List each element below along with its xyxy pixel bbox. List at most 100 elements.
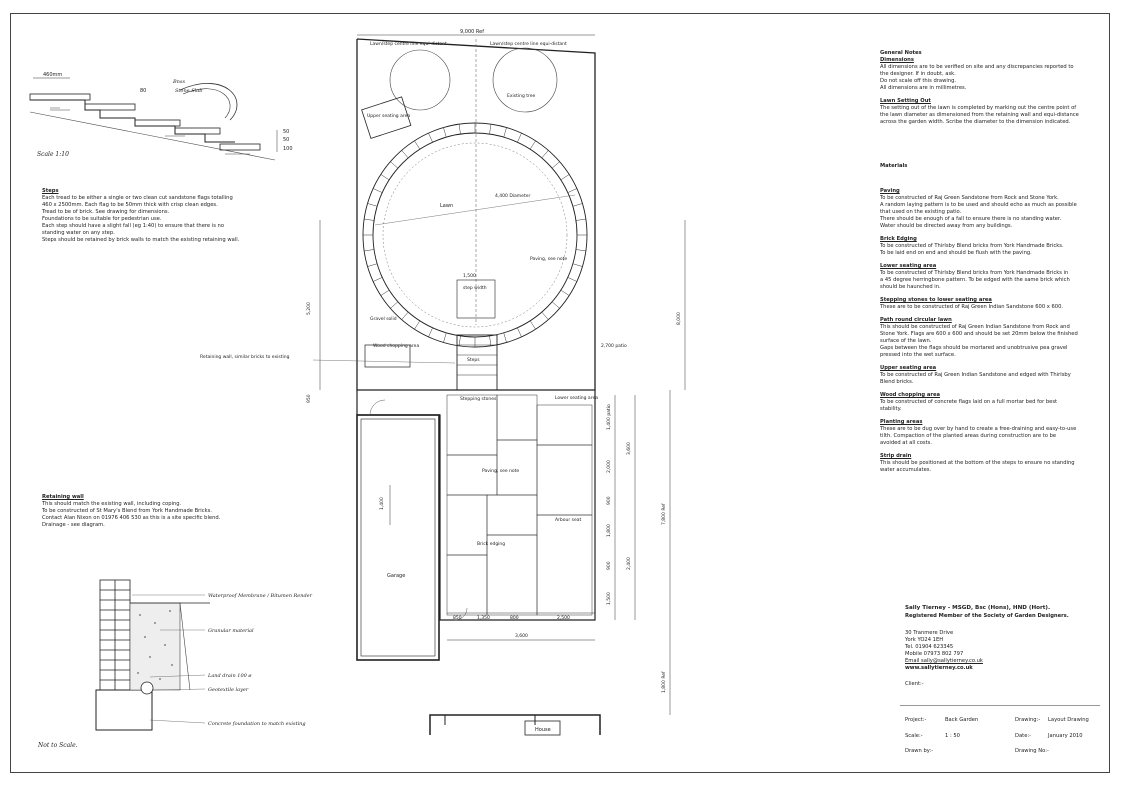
email-link[interactable]: Email sally@sallytierney.co.uk xyxy=(905,658,983,664)
garage-label: Garage xyxy=(387,573,405,579)
wood-chopping-label: Wood chopping area xyxy=(373,343,419,349)
top-dimension: 9,000 Ref xyxy=(460,29,484,35)
material-line: avoided at all costs. xyxy=(880,440,932,446)
paving-ring-joint xyxy=(489,124,492,135)
label-membrane: Waterproof Membrane / Bitumen Render xyxy=(208,593,313,599)
paving-ring-joint xyxy=(560,174,570,181)
dim-right: 2,400 xyxy=(626,557,632,570)
steps-notes-heading: Steps xyxy=(42,188,59,194)
paving-ring-joint xyxy=(560,289,570,296)
retaining-note-line: Contact Alan Nixon on 01976 406 530 as t… xyxy=(42,515,221,521)
dim-right: 2,000 xyxy=(606,460,612,473)
paving-ring-joint xyxy=(380,174,390,181)
steps-note-line: standing water on any step. xyxy=(42,230,115,236)
material-line: should be haunched in. xyxy=(880,284,941,290)
dim-right: 1,800 xyxy=(606,524,612,537)
dim-left-1400: 1,400 xyxy=(379,497,385,510)
paving-ring-joint xyxy=(567,188,577,193)
scale-label: Scale:- xyxy=(905,733,923,739)
material-line: A random laying pattern is to be used an… xyxy=(880,202,1077,208)
designer-address: 30 Tranmere Drive York YO24 1EH Tel. 019… xyxy=(905,630,983,672)
dim-left-5200: 5,200 xyxy=(306,302,312,315)
material-section-title: Wood chopping area xyxy=(880,392,941,398)
paving-ring-joint xyxy=(529,320,536,330)
designer-membership: Registered Member of the Society of Gard… xyxy=(905,613,1069,619)
paving-ring-joint xyxy=(401,150,409,159)
material-line: These are to be constructed of Raj Green… xyxy=(880,304,1064,310)
paving-ring-joint xyxy=(458,124,461,135)
general-notes: General Notes Dimensions All dimensions … xyxy=(880,50,1079,126)
paving-ring-joint xyxy=(503,127,507,138)
material-line: There should be enough of a fall to ensu… xyxy=(880,216,1062,222)
paving-ring-joint xyxy=(401,311,409,320)
dimensions-line: the designer. If in doubt, ask. xyxy=(880,71,956,77)
diameter-label: 4,400 Diameter xyxy=(495,193,530,199)
step-width-label: step width xyxy=(463,285,487,291)
dim-bottom-3600: 3,600 xyxy=(515,633,528,639)
detail-scale: Scale 1:10 xyxy=(37,151,69,158)
materials-heading: Materials xyxy=(880,163,908,169)
patio-label: 2,700 patio xyxy=(601,343,627,349)
dim-100: 100 xyxy=(283,146,293,152)
website-link[interactable]: www.sallytierney.co.uk xyxy=(905,665,973,671)
paving-ring-joint xyxy=(489,335,492,346)
material-section-title: Upper seating area xyxy=(880,365,937,371)
dimensions-line: All dimensions are to be verified on sit… xyxy=(880,64,1074,70)
dim-bottom-850: 850 xyxy=(453,615,462,621)
stepping-stones-label: Stepping stones xyxy=(460,396,497,402)
paving-ring-joint xyxy=(575,249,586,252)
paving-ring-joint xyxy=(373,277,383,282)
material-line: To be constructed of Thirlsby Blend bric… xyxy=(880,270,1069,276)
label-geotextile: Geotextile layer xyxy=(208,687,249,693)
address-line: 30 Tranmere Drive xyxy=(905,630,954,636)
dim-50a: 50 xyxy=(283,129,289,135)
paving-label-2: Paving, see note xyxy=(482,468,519,474)
dim-bottom-1350: 1,350 xyxy=(477,615,490,621)
dim-left-950: 950 xyxy=(306,394,312,403)
paving-ring-joint xyxy=(414,320,421,330)
material-line: These are to be dug over by hand to crea… xyxy=(880,426,1077,432)
retaining-note-line: Drainage - see diagram. xyxy=(42,522,105,528)
paving-ring-joint xyxy=(567,277,577,282)
material-line: surface of the lawn. xyxy=(880,338,932,344)
lawn-setting-line: The setting out of the lawn is completed… xyxy=(880,105,1077,111)
drawing-no-label: Drawing No:- xyxy=(1015,748,1049,754)
scale-value: 1 : 50 xyxy=(945,733,960,739)
paving-ring-joint xyxy=(541,311,549,320)
designer-name: Sally Tierney - MSGD, Bsc (Hons), HND (H… xyxy=(905,605,1051,611)
dimensions-line: All dimensions are in millimetres. xyxy=(880,85,967,91)
material-line: This should be positioned at the bottom … xyxy=(880,460,1075,466)
address-line: Mobile 07973 802 797 xyxy=(905,651,964,657)
dim-right: 900 xyxy=(606,561,612,570)
paving-ring-joint xyxy=(503,332,507,343)
steps-note-line: 460 x 2500mm. Each flag to be 50mm thick… xyxy=(42,202,218,208)
retaining-notes-heading: Retaining wall xyxy=(42,494,84,500)
drawing-value: Layout Drawing xyxy=(1048,717,1089,723)
material-line: To be constructed of concrete flags laid… xyxy=(880,399,1058,405)
retaining-note-line: This should match the existing wall, inc… xyxy=(42,501,182,507)
lawn-setting-heading: Lawn Setting Out xyxy=(880,98,931,104)
paving-ring-joint xyxy=(367,203,378,207)
material-line: water accumulates. xyxy=(880,467,932,473)
steps-note-line: Each tread to be either a single or two … xyxy=(42,195,233,201)
paving-ring-joint xyxy=(367,263,378,267)
drawn-by-label: Drawn by:- xyxy=(905,748,934,754)
arbour-label: Arbour seat xyxy=(555,517,582,523)
material-section-title: Brick Edging xyxy=(880,236,917,242)
dimensions-heading: Dimensions xyxy=(880,57,914,63)
material-line: Stone York. Flags are 600 x 600 and shou… xyxy=(880,331,1078,337)
material-section-title: Planting areas xyxy=(880,419,923,425)
lawn-note-left: Lawn/step centre line equi-distant xyxy=(370,41,447,47)
step-dim-label: 1,500 xyxy=(463,273,476,279)
paving-ring-joint xyxy=(443,332,447,343)
material-line: that used on the existing patio. xyxy=(880,209,962,215)
title-block-divider xyxy=(900,705,1100,706)
paving-ring-joint xyxy=(364,218,375,221)
